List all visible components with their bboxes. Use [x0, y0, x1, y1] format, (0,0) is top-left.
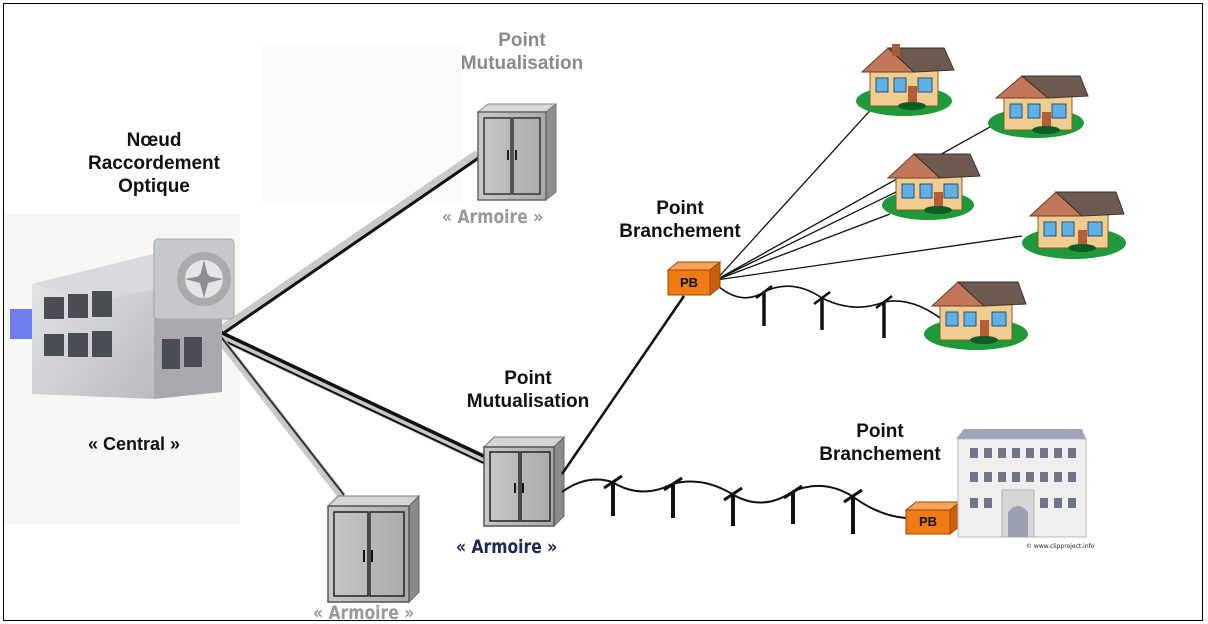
pm-top-label-line: Point: [498, 30, 546, 51]
diagram-canvas: Nœud Raccordement Optique « Central » Po…: [3, 3, 1203, 621]
armoire-label-mid: « Armoire »: [456, 536, 558, 558]
pb-box-bottom: [904, 500, 962, 536]
central-building: [10, 238, 235, 399]
aerial-line-top: [717, 285, 949, 338]
house-4: [1022, 191, 1126, 259]
fiber-link-to-pm-mid: [214, 329, 491, 467]
house-2: [988, 75, 1089, 138]
pb-bottom-label-line: Point: [856, 421, 904, 442]
armoire-cabinet-bottom: [326, 494, 421, 604]
pm-top-label: Point Mutualisation: [442, 30, 602, 76]
house-3: [882, 153, 981, 220]
house-5: [924, 281, 1028, 350]
fiber-link-to-pm-bottom: [212, 331, 346, 499]
central-label: « Central »: [54, 434, 214, 456]
armoire-label-top: « Armoire »: [442, 206, 544, 228]
pb-top-label: Point Branchement: [610, 198, 750, 244]
credit-text: © www.clipproject.info: [1026, 543, 1095, 550]
armoire-cabinet-top: [476, 102, 558, 202]
pb-top-label-line: Point: [656, 198, 704, 219]
pm-mid-label-line: Point: [504, 368, 552, 389]
pb-box-top-label: PB: [679, 275, 699, 290]
armoire-label-bottom: « Armoire »: [313, 602, 415, 621]
pm-mid-label-line: Mutualisation: [466, 390, 590, 412]
fiber-link-pm-to-pb: [560, 295, 686, 475]
pm-top-label-line: Mutualisation: [460, 52, 584, 74]
faint-panel: [262, 44, 462, 204]
pb-bottom-label: Point Branchement: [810, 421, 950, 467]
aerial-line-bottom: [561, 474, 907, 534]
pb-box-bottom-label: PB: [918, 514, 938, 529]
pb-bottom-label-line: Branchement: [819, 443, 941, 465]
armoire-cabinet-mid: [482, 435, 566, 528]
pb-top-label-line: Branchement: [619, 220, 741, 242]
apartment-building: [956, 429, 1087, 538]
fiber-link-to-pm-top: [213, 150, 481, 339]
nro-label: Nœud Raccordement Optique: [74, 130, 234, 198]
pb-box-top: [666, 260, 722, 297]
nro-label-line: Optique: [118, 175, 190, 197]
nro-label-line: Raccordement: [88, 152, 220, 174]
pm-mid-label: Point Mutualisation: [448, 368, 608, 414]
house-1: [856, 44, 955, 116]
drop-cables: [715, 103, 1023, 281]
central-label-text: « Central »: [87, 434, 181, 454]
diagram-drawing: [4, 44, 1126, 604]
nro-label-line: Nœud: [126, 130, 182, 151]
